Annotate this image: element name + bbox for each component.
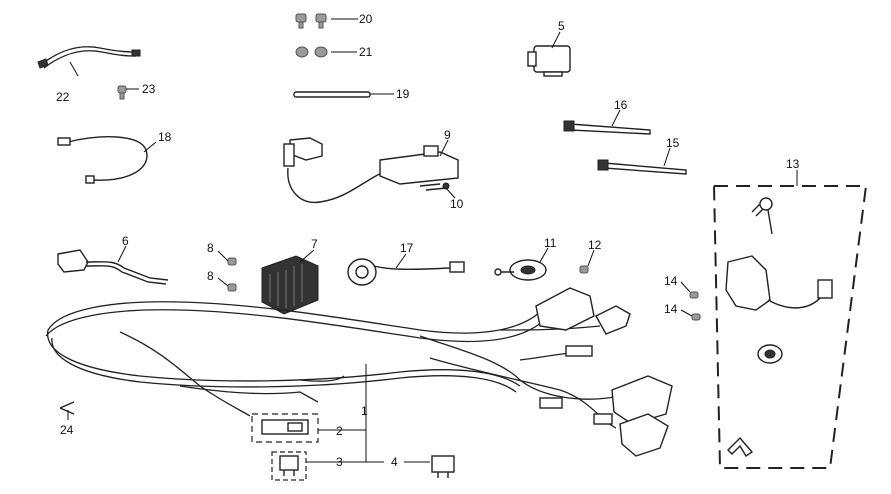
part-19-rod (293, 91, 371, 98)
part-15-strap (597, 159, 687, 175)
callout-9: 9 (444, 128, 451, 142)
callout-17: 17 (400, 241, 414, 255)
callout-22: 22 (56, 90, 70, 104)
callout-8a: 8 (207, 241, 214, 255)
part-17-horn (347, 258, 465, 286)
part-18-wire (57, 136, 148, 184)
part-1-wiring-harness (45, 287, 673, 457)
part-2-fuse-box (251, 413, 319, 443)
part-6-switch (57, 249, 169, 285)
part-12-bolt (579, 265, 589, 274)
callout-21: 21 (359, 45, 373, 59)
part-7-regulator (261, 255, 319, 315)
part-21-washers (295, 46, 328, 58)
callout-14b: 14 (664, 302, 678, 316)
callout-14a: 14 (664, 274, 678, 288)
callout-1: 1 (361, 404, 368, 418)
callout-10: 10 (450, 197, 464, 211)
callout-24: 24 (60, 423, 74, 437)
callout-11: 11 (544, 236, 557, 250)
callout-12: 12 (588, 238, 602, 252)
part-4-relay (431, 455, 455, 478)
callout-6: 6 (122, 234, 129, 248)
part-16-strap (563, 120, 651, 135)
part-9-ignition-coil (283, 137, 459, 204)
part-23-screw (117, 85, 127, 100)
part-14-screws (689, 291, 701, 321)
callout-2: 2 (336, 424, 343, 438)
part-11-horn (494, 259, 547, 281)
part-13-key-set (712, 185, 868, 469)
part-8-bolts (227, 257, 237, 292)
part-5-relay (527, 45, 571, 77)
callout-7: 7 (311, 237, 318, 251)
leader-lines (67, 18, 798, 463)
callout-8b: 8 (207, 269, 214, 283)
part-22-cable (37, 46, 141, 69)
callout-16: 16 (614, 98, 628, 112)
callout-18: 18 (158, 130, 172, 144)
callout-3: 3 (336, 455, 343, 469)
callout-15: 15 (666, 136, 680, 150)
callout-20: 20 (359, 12, 373, 26)
part-3-fuse (271, 451, 307, 481)
part-24-arrow-icon (59, 401, 75, 415)
callout-4: 4 (391, 455, 398, 469)
part-10-fasteners (419, 182, 450, 191)
callout-23: 23 (142, 82, 156, 96)
callout-13: 13 (786, 157, 800, 171)
callout-5: 5 (558, 19, 565, 33)
part-20-bolts (295, 13, 327, 29)
callout-19: 19 (396, 87, 410, 101)
